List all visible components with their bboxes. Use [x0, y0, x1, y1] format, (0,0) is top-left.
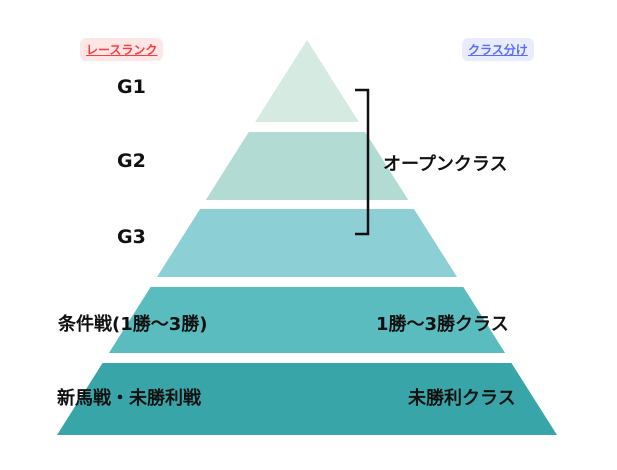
rank-label-g3: G3 — [117, 226, 146, 248]
pyramid-tier-3 — [157, 209, 457, 277]
rank-label-conditions: 条件戦(1勝～3勝) — [58, 314, 208, 335]
class-label-open: オープンクラス — [383, 154, 508, 175]
class-label-1-3-win: 1勝～3勝クラス — [376, 314, 509, 335]
pyramid-tier-2 — [205, 132, 409, 200]
rank-label-g2: G2 — [117, 150, 146, 172]
pyramid-tier-1 — [255, 40, 359, 122]
class-header: クラス分け — [462, 38, 534, 61]
open-class-bracket — [355, 88, 370, 236]
rank-label-maiden: 新馬戦・未勝利戦 — [57, 388, 201, 409]
pyramid-tier-4 — [108, 287, 506, 353]
race-rank-header: レースランク — [80, 38, 164, 61]
class-label-maiden: 未勝利クラス — [408, 388, 516, 409]
pyramid-tier-5 — [57, 363, 557, 435]
rank-label-g1: G1 — [117, 76, 146, 98]
